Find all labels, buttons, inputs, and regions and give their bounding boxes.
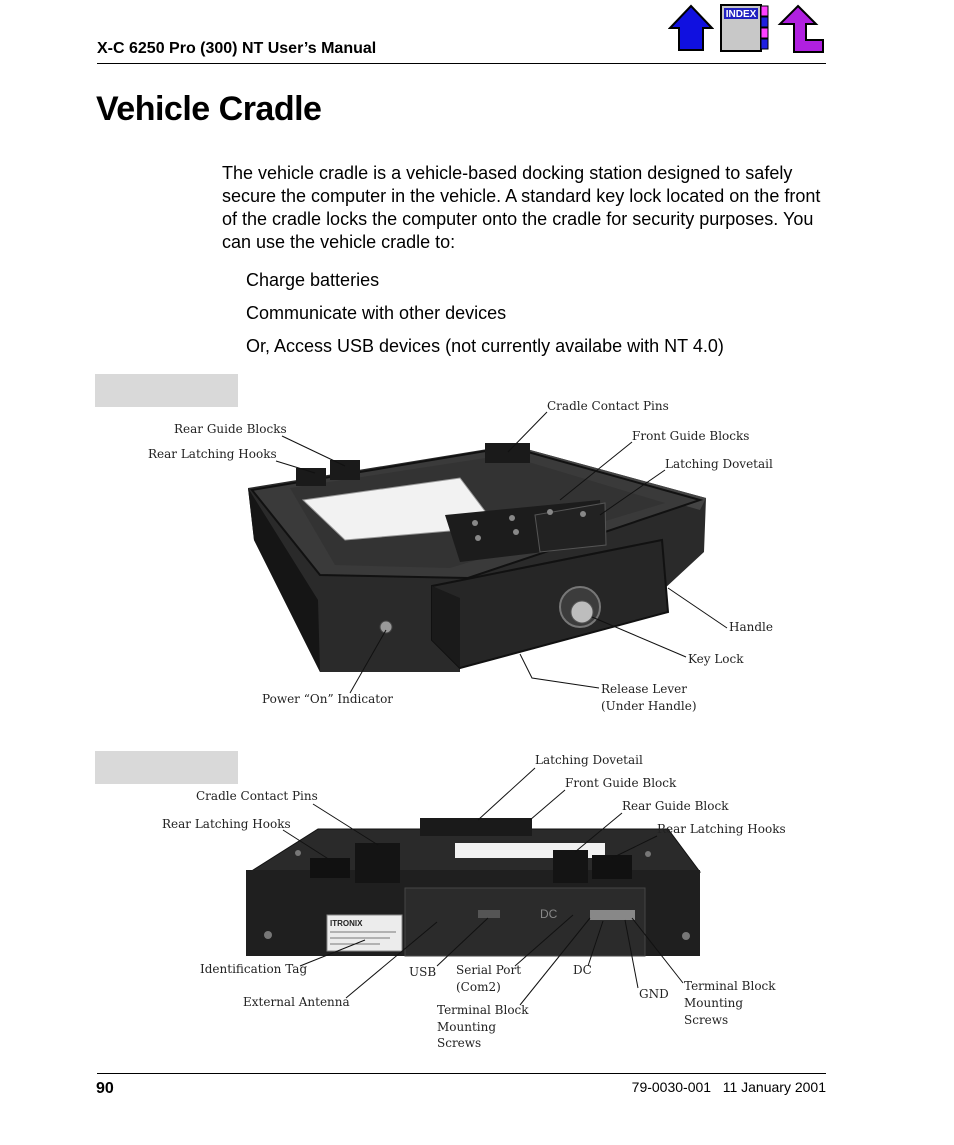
port-dc-text: DC [540,907,558,921]
callout-usb: USB [409,965,437,979]
tag-text: ITRONIX [330,919,363,928]
callout-release-lever: Release Lever [601,682,687,696]
callout-identification-tag: Identification Tag [200,962,308,976]
callout-cradle-contact-pins-rear: Cradle Contact Pins [196,789,318,803]
callout-rear-latching-hooks-left: Rear Latching Hooks [162,817,291,831]
callout-serial-port-com: (Com2) [456,980,501,994]
callout-gnd: GND [639,987,669,1001]
callout-handle: Handle [729,620,773,634]
page-number: 90 [96,1080,114,1097]
callout-serial-port: Serial Port [456,963,522,977]
callout-rear-guide-block: Rear Guide Block [622,799,729,813]
index-label: INDEX [726,9,757,20]
page-title: Vehicle Cradle [96,90,322,128]
callout-front-guide-block: Front Guide Block [565,776,677,790]
callout-rear-latching-hooks-right: Rear Latching Hooks [657,822,786,836]
callout-external-antenna: External Antenna [243,995,350,1009]
back-arrow-icon[interactable] [776,4,826,59]
use-item: Or, Access USB devices (not currently av… [246,336,724,356]
use-item: Communicate with other devices [246,303,507,323]
callout-terminal-block-mid-line3: Screws [437,1036,482,1050]
callout-terminal-block-right: Terminal Block [684,979,776,993]
figure-caption-bar [95,374,238,407]
callout-rear-guide-blocks: Rear Guide Blocks [174,422,287,436]
footer-rule [97,1073,826,1074]
use-item: Charge batteries [246,270,380,290]
callout-terminal-block-mid-line2: Mounting [437,1020,497,1034]
callout-release-lever-note: (Under Handle) [601,699,697,713]
callout-terminal-block-right-line3: Screws [684,1013,729,1027]
callout-latching-dovetail: Latching Dovetail [665,457,773,471]
callout-key-lock: Key Lock [688,652,744,666]
callout-latching-dovetail-rear: Latching Dovetail [535,753,643,767]
callout-dc: DC [573,963,592,977]
callout-cradle-contact-pins: Cradle Contact Pins [547,399,669,413]
callout-terminal-block-right-line2: Mounting [684,996,744,1010]
callout-power-indicator: Power “On” Indicator [262,692,394,706]
manual-title: X-C 6250 Pro (300) NT User’s Manual [97,40,377,57]
home-arrow-icon[interactable] [667,4,715,57]
callout-terminal-block-mid: Terminal Block [437,1003,529,1017]
figure-caption-bar [95,751,238,784]
document-reference: 79-0030-001 11 January 2001 [631,1079,826,1095]
intro-paragraph: The vehicle cradle is a vehicle-based do… [222,163,821,252]
header-rule [97,63,826,64]
callout-rear-latching-hooks: Rear Latching Hooks [148,447,277,461]
callout-front-guide-blocks: Front Guide Blocks [632,429,750,443]
index-button[interactable]: INDEX [720,4,770,57]
